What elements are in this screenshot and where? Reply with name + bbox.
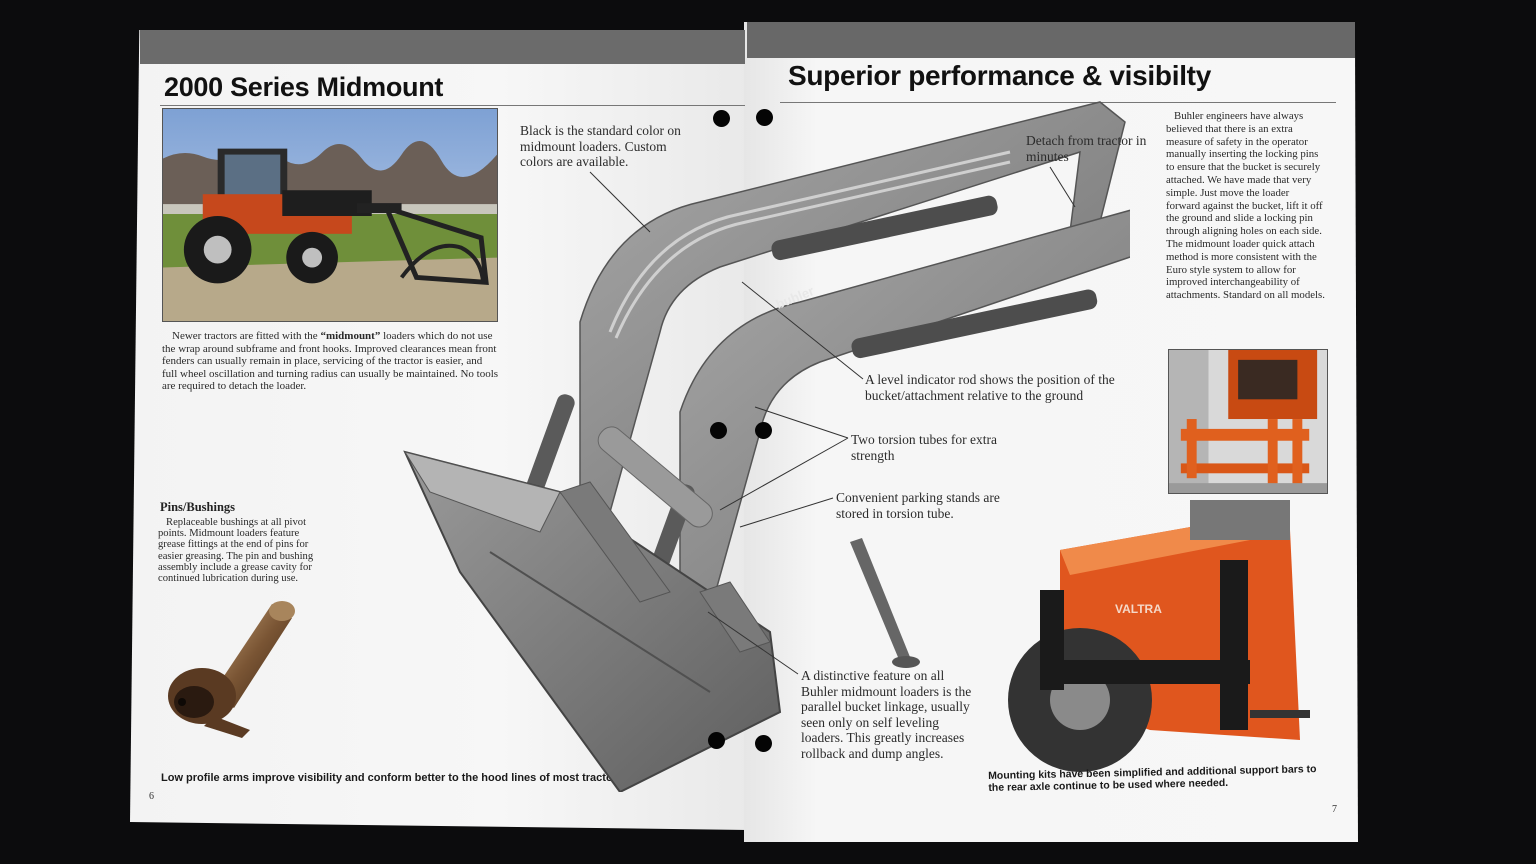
binder-hole xyxy=(756,109,773,126)
left-caption: Low profile arms improve visibility and … xyxy=(161,772,624,784)
pins-bushings-text: Replaceable bushings at all pivot points… xyxy=(158,517,314,585)
right-page-title: Superior performance & visibilty xyxy=(788,60,1211,91)
valtra-badge: VALTRA xyxy=(1115,602,1162,616)
binder-hole xyxy=(710,422,727,439)
callout-torsion-tubes: Two torsion tubes for extra strength xyxy=(851,432,998,463)
left-title-rule xyxy=(160,105,745,106)
callout-parallel-linkage: A distinctive feature on all Buhler midm… xyxy=(801,668,972,761)
tractor-photo xyxy=(162,108,498,322)
right-header-band xyxy=(747,22,1355,58)
midmount-bold-term: “midmount” xyxy=(320,330,381,342)
midmount-intro-text: Newer tractors are fitted with the “midm… xyxy=(162,330,499,393)
callout-level-indicator: A level indicator rod shows the position… xyxy=(865,372,1115,403)
brochure-spread: 2000 Series Midmount Superior performanc… xyxy=(130,22,1358,842)
page-number-right: 7 xyxy=(1332,804,1337,815)
left-header-band xyxy=(140,30,745,64)
pin-bushing-image xyxy=(164,598,300,738)
binder-hole xyxy=(755,735,772,752)
left-page-title: 2000 Series Midmount xyxy=(164,72,444,102)
quick-attach-photo xyxy=(1168,349,1328,494)
page-number-left: 6 xyxy=(149,791,154,802)
callout-standard-color: Black is the standard color on midmount … xyxy=(520,123,681,169)
right-title-rule xyxy=(780,102,1336,103)
binder-hole xyxy=(713,110,730,127)
pins-bushings-title: Pins/Bushings xyxy=(160,500,236,514)
binder-hole xyxy=(708,732,725,749)
callout-parking-stands: Convenient parking stands are stored in … xyxy=(836,490,1000,521)
binder-hole xyxy=(755,422,772,439)
valtra-tractor-photo xyxy=(1000,500,1310,780)
callout-detach: Detach from tractor in minutes xyxy=(1026,133,1147,164)
buhler-engineers-text: Buhler engineers have always believed th… xyxy=(1166,110,1325,302)
